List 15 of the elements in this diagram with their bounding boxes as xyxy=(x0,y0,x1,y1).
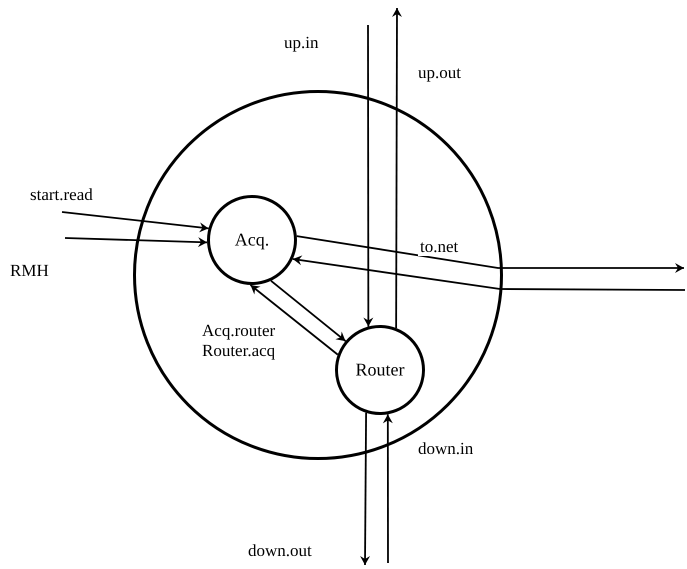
arrow xyxy=(382,414,393,563)
arrow xyxy=(296,235,684,273)
arrow xyxy=(360,412,370,565)
arrow xyxy=(292,255,685,291)
arrow xyxy=(250,284,338,356)
arrow xyxy=(62,211,209,232)
node-label: Router xyxy=(356,360,404,380)
arrow xyxy=(64,237,208,248)
arrow xyxy=(363,25,374,327)
arrow xyxy=(392,8,402,328)
arrow xyxy=(270,280,346,342)
edge-label: Router.acq xyxy=(200,342,278,360)
edge-label: up.in xyxy=(282,34,320,52)
node-label: Acq. xyxy=(234,230,270,250)
edge-label: Acq.router xyxy=(200,322,278,340)
